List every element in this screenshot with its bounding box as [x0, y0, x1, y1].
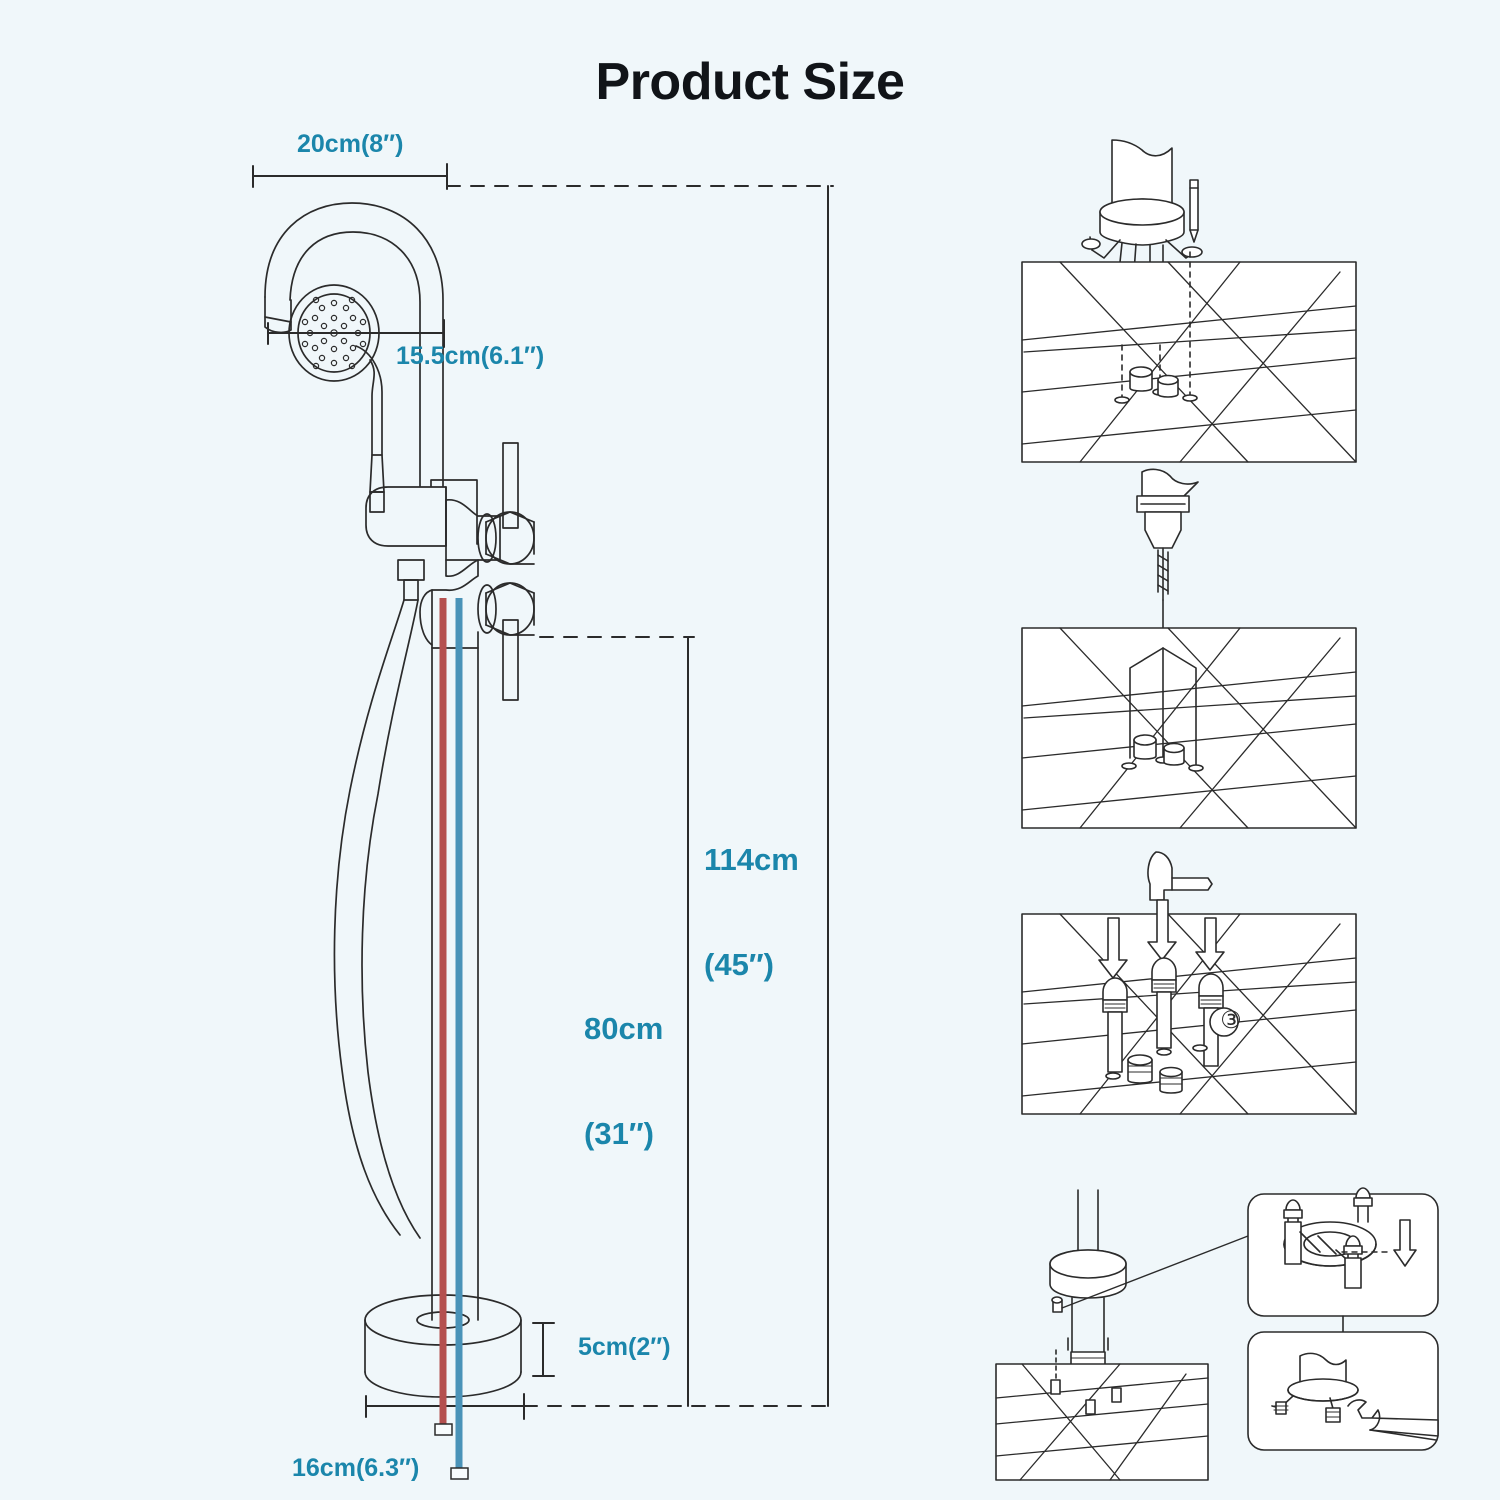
dim-label-spout-height-in: (31″) — [584, 1115, 654, 1151]
tile-floor-panel-2 — [1021, 627, 1357, 829]
dim-label-spout-height-cm: 80cm — [584, 1011, 664, 1047]
hammer-icon — [1147, 851, 1213, 901]
dim-spout-height — [539, 636, 695, 1407]
step-2-drill-holes — [1021, 468, 1357, 829]
mounting-plate-icon — [1283, 1187, 1377, 1289]
faucet-body — [365, 442, 535, 701]
dim-label-base-height: 5cm(2″) — [578, 1333, 671, 1361]
tile-floor-panel-4 — [995, 1363, 1209, 1481]
faucet-column — [431, 647, 479, 1321]
tile-floor-panel-1 — [1021, 261, 1357, 463]
step-3-marker — [1209, 1007, 1239, 1037]
shower-hose — [333, 599, 421, 1239]
tile-grid-1 — [1021, 261, 1357, 463]
dim-label-base-diameter: 16cm(6.3″) — [292, 1454, 420, 1482]
hot-hose-connector — [434, 1423, 453, 1436]
dim-label-total-height-cm: 114cm — [704, 842, 799, 878]
hammer-arrows — [1098, 899, 1225, 979]
dim-base-height — [532, 1322, 555, 1377]
dim-label-total-height: 114cm (45″) — [704, 774, 799, 1052]
step-4-mount-tighten — [995, 1187, 1439, 1481]
page-title: Product Size — [595, 53, 905, 111]
step-3-marker-label: ③ — [1220, 1008, 1242, 1034]
dim-label-total-height-in: (45″) — [704, 946, 774, 982]
tile-grid-2 — [1021, 627, 1357, 829]
step-1-mark-holes — [1021, 139, 1357, 463]
cold-hose-connector — [450, 1467, 469, 1480]
drill-icon — [1136, 468, 1199, 601]
dim-shower-head — [267, 319, 445, 348]
dim-label-spout-height: 80cm (31″) — [584, 943, 663, 1221]
dim-label-spout-reach: 20cm(8″) — [297, 130, 404, 158]
dim-label-shower-head: 15.5cm(6.1″) — [396, 342, 545, 370]
pencil-icon — [1189, 179, 1199, 243]
wrench-icon — [1347, 1399, 1439, 1441]
dim-spout-reach — [252, 163, 448, 190]
tile-grid-4 — [995, 1363, 1209, 1481]
step-3-hammer-bolts — [1021, 851, 1357, 1115]
tighten-nuts-icon — [1271, 1352, 1359, 1423]
tile-floor-panel-3 — [1021, 913, 1357, 1115]
